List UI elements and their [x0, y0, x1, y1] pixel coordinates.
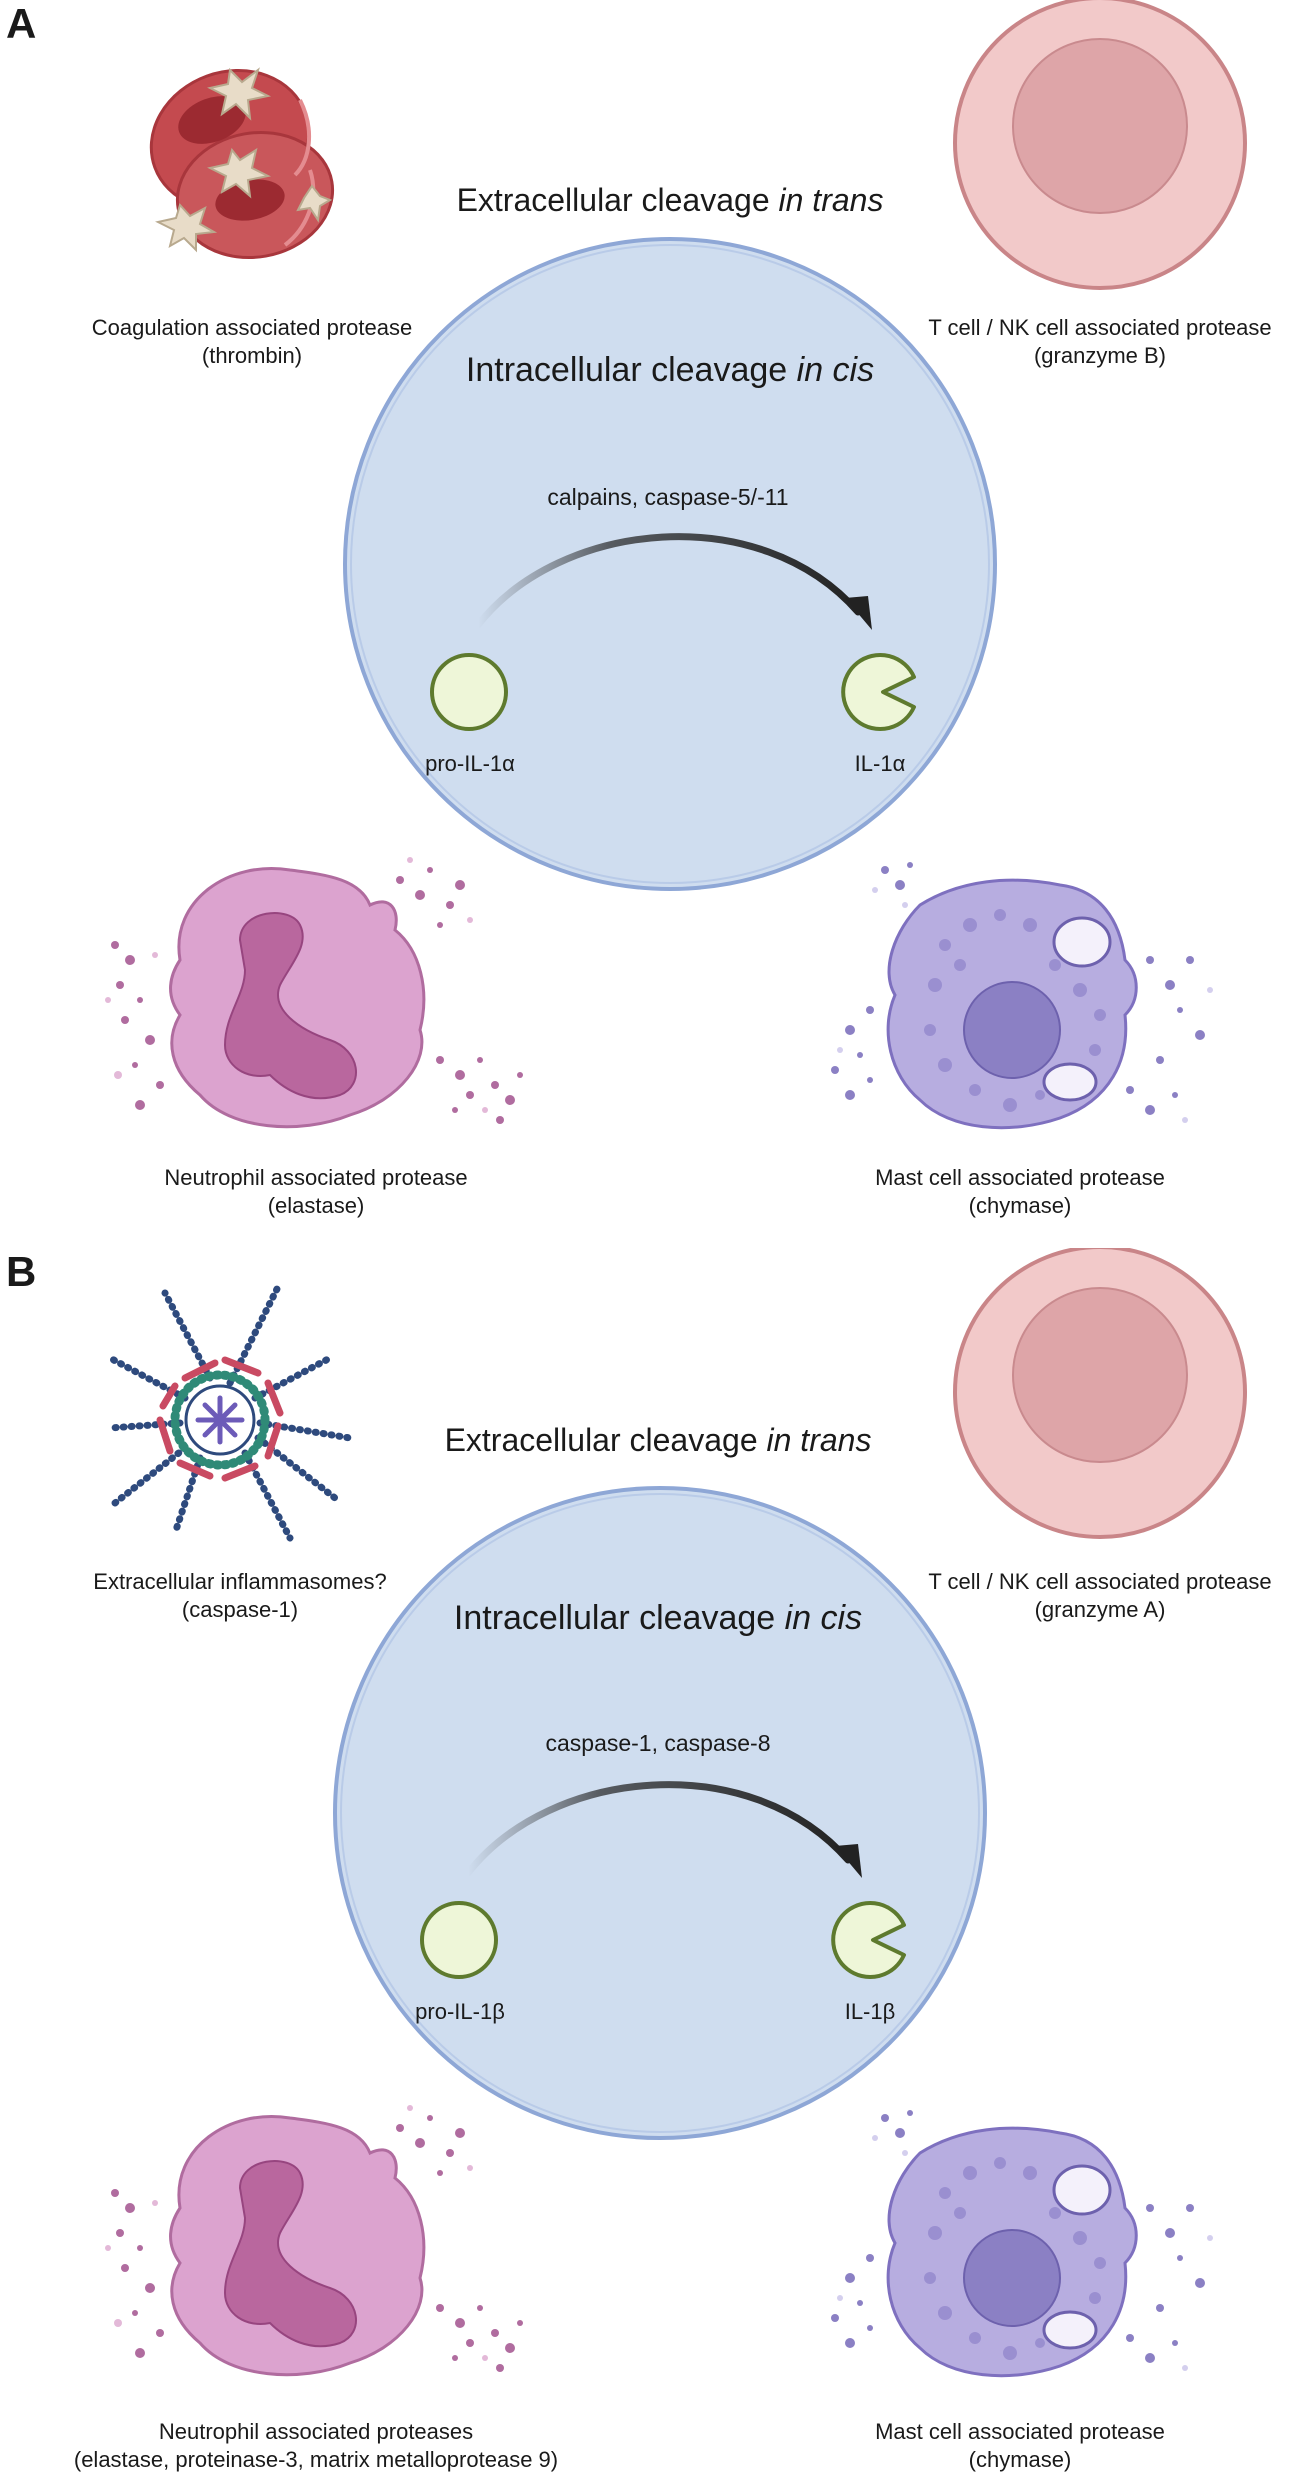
panel-a-artwork: [105, 0, 1247, 1130]
caption-bottom-left-line1: Neutrophil associated proteases: [158, 2419, 474, 2444]
inflammasome-icon: [106, 1279, 354, 1542]
caption-bottom-left-line2: (elastase): [267, 1193, 365, 1218]
host-cell: [343, 237, 997, 891]
host-cell: [333, 1486, 987, 2140]
neutrophil-icon: [105, 857, 523, 1129]
extracellular-title-text: Extracellular cleavage: [456, 182, 770, 218]
t-nk-cell-icon: [953, 0, 1247, 290]
extracellular-title-italic: in trans: [778, 182, 884, 218]
intracellular-title-italic: in cis: [784, 1599, 863, 1637]
caption-top-right-line2: (granzyme B): [1033, 343, 1167, 368]
pro-il1b-icon: [420, 1901, 498, 1979]
intracellular-title: Intracellular cleavage in cis: [370, 350, 970, 390]
caption-top-right-line2: (granzyme A): [1034, 1597, 1166, 1622]
intracellular-enzymes: caspase-1, caspase-8: [545, 1730, 771, 1756]
platelet-icon: [155, 67, 333, 253]
panel-b: B Extracellular cleavage in trans Intrac…: [0, 1248, 1298, 2484]
caption-top-right: T cell / NK cell associated protease (gr…: [820, 314, 1298, 370]
caption-top-left: Extracellular inflammasomes? (caspase-1): [0, 1568, 520, 1624]
t-nk-cell-icon: [953, 1248, 1247, 1539]
cleavage-arrow: [464, 1781, 862, 1878]
precursor-label: pro-IL-1α: [425, 751, 515, 776]
intracellular-title-text: Intracellular cleavage: [453, 1599, 776, 1637]
intracellular-enzymes: calpains, caspase-5/-11: [547, 484, 789, 510]
il1b-icon: [831, 1901, 906, 1979]
panel-a: A Extracellular cleavage in trans Intrac…: [0, 0, 1298, 1236]
intracellular-title-text: Intracellular cleavage: [465, 351, 788, 389]
extracellular-title-italic: in trans: [766, 1422, 872, 1458]
caption-top-left: Coagulation associated protease (thrombi…: [0, 314, 532, 370]
caption-bottom-left-line1: Neutrophil associated protease: [164, 1165, 468, 1190]
neutrophil-icon: [105, 2105, 523, 2377]
caption-bottom-right: Mast cell associated protease (chymase): [740, 2418, 1298, 2474]
extracellular-title-text: Extracellular cleavage: [444, 1422, 758, 1458]
caption-bottom-right-line2: (chymase): [968, 2447, 1072, 2472]
caption-top-left-line1: Extracellular inflammasomes?: [93, 1569, 387, 1594]
cleavage-arrow: [474, 533, 872, 630]
caption-bottom-right-line2: (chymase): [968, 1193, 1072, 1218]
panel-b-artwork: [105, 1248, 1247, 2378]
product-label: IL-1β: [844, 1999, 896, 2024]
product-label: IL-1α: [854, 751, 906, 776]
caption-bottom-right-line1: Mast cell associated protease: [875, 1165, 1165, 1190]
caption-bottom-right: Mast cell associated protease (chymase): [740, 1164, 1298, 1220]
intracellular-title-italic: in cis: [796, 351, 875, 389]
caption-top-right: T cell / NK cell associated protease (gr…: [820, 1568, 1298, 1624]
caption-top-left-line2: (thrombin): [201, 343, 303, 368]
mast-cell-icon: [831, 862, 1213, 1130]
extracellular-title: Extracellular cleavage in trans: [358, 1420, 958, 1460]
caption-bottom-left-line2: (elastase, proteinase-3, matrix metallop…: [73, 2447, 559, 2472]
mast-cell-icon: [831, 2110, 1213, 2378]
caption-top-right-line1: T cell / NK cell associated protease: [928, 315, 1272, 340]
caption-bottom-left: Neutrophil associated protease (elastase…: [36, 1164, 596, 1220]
caption-top-left-line1: Coagulation associated protease: [91, 315, 413, 340]
caption-top-left-line2: (caspase-1): [181, 1597, 299, 1622]
il1a-icon: [841, 653, 916, 731]
caption-bottom-left: Neutrophil associated proteases (elastas…: [36, 2418, 596, 2474]
intracellular-title: Intracellular cleavage in cis: [358, 1598, 958, 1638]
pro-il1a-icon: [430, 653, 508, 731]
panel-label-a: A: [6, 0, 37, 47]
panel-label-b: B: [6, 1248, 37, 1295]
precursor-label: pro-IL-1β: [415, 1999, 505, 2024]
caption-bottom-right-line1: Mast cell associated protease: [875, 2419, 1165, 2444]
caption-top-right-line1: T cell / NK cell associated protease: [928, 1569, 1272, 1594]
extracellular-title: Extracellular cleavage in trans: [370, 180, 970, 220]
